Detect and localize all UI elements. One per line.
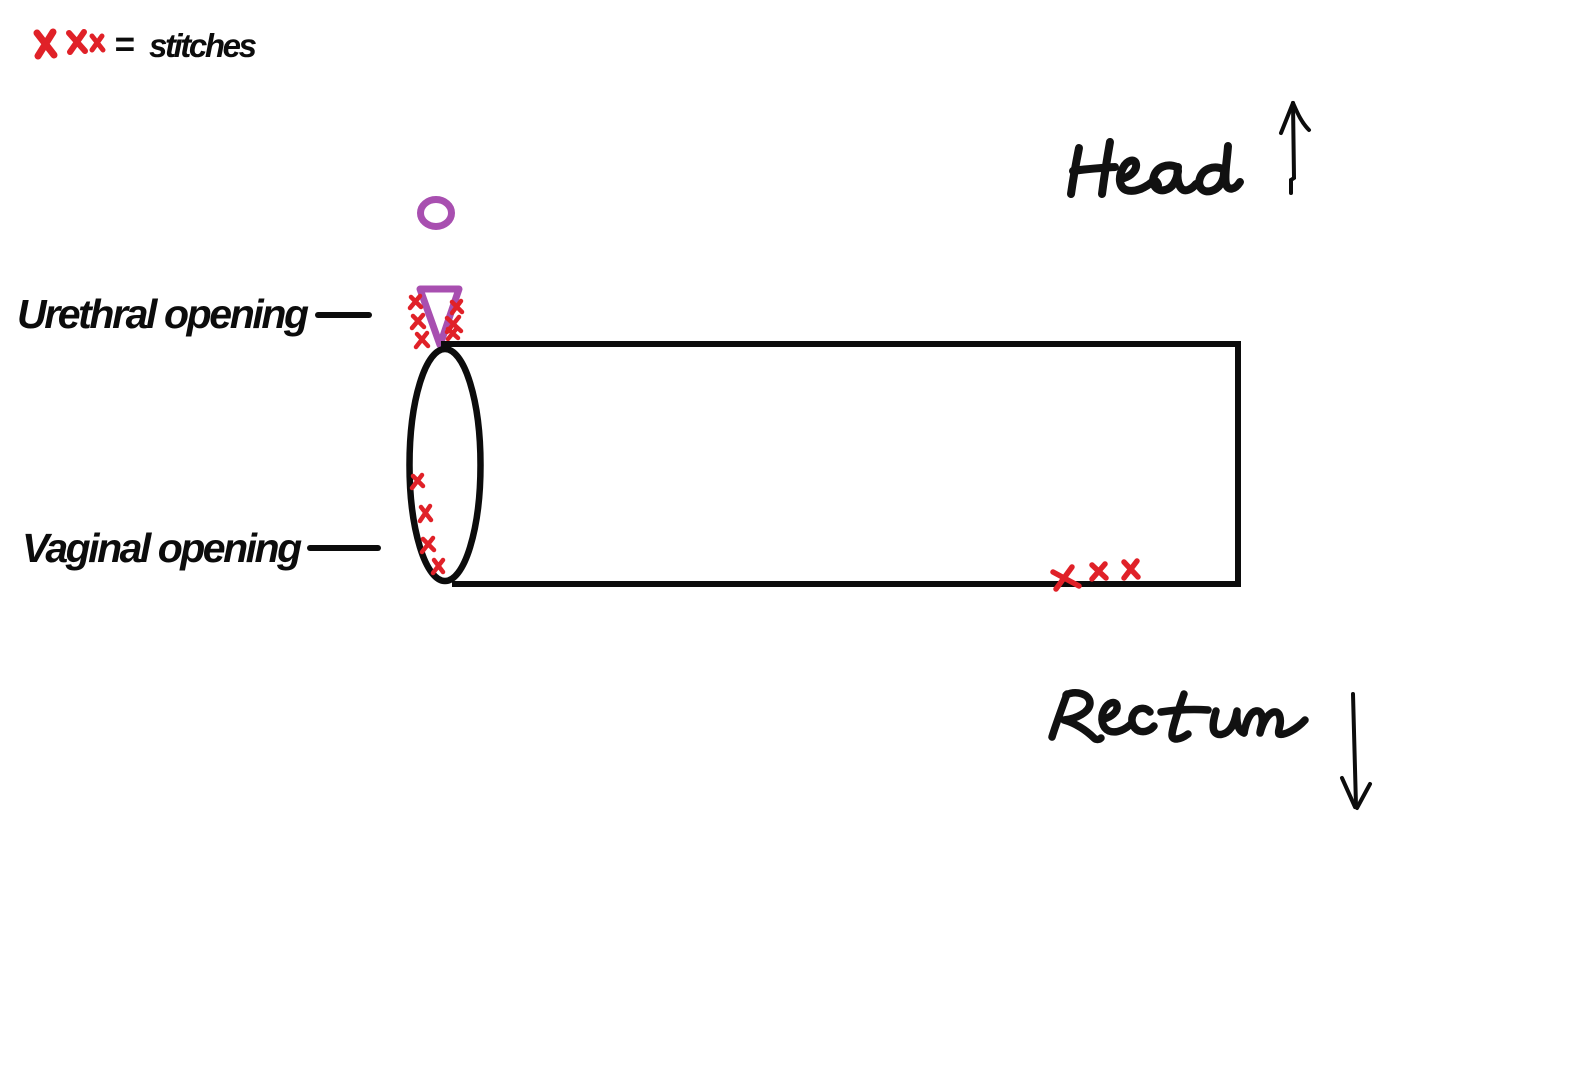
svg-text:=: = <box>114 25 134 64</box>
svg-text:Vaginal opening: Vaginal opening <box>22 525 302 571</box>
svg-text:Urethral opening: Urethral opening <box>17 291 309 337</box>
svg-text:stitches: stitches <box>149 27 257 64</box>
